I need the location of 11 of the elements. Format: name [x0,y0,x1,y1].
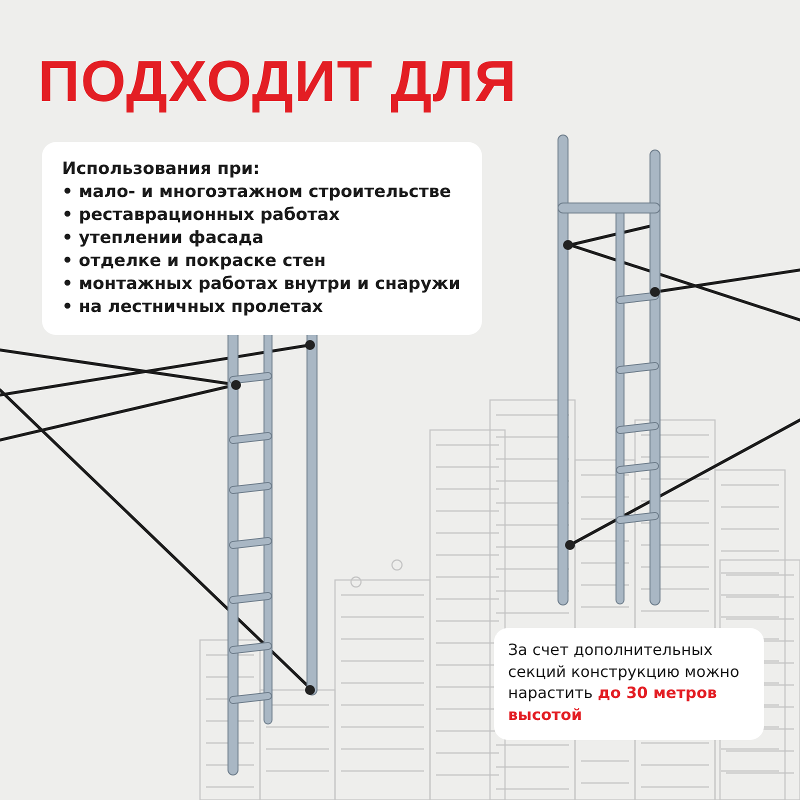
text-card [494,628,764,740]
paragraph: За счет дополнительных секций конструкцию можно нарастить до 30 метров высотой [508,640,740,726]
list-item: • монтажных работах внутри и снаружи [62,272,462,296]
list-item: • мало- и многоэтажном строительстве [62,180,452,204]
text-card [42,142,482,335]
list-item: • отделке и покраске стен [62,250,327,273]
list-item: • утеплении фасада [62,226,265,250]
list-item: • реставрационных работах [62,204,341,227]
list-heading: Использования при: [62,158,261,181]
heading: ПОДХОДИТ ДЛЯ [38,48,518,115]
list-item: • на лестничных пролетах [62,296,324,319]
